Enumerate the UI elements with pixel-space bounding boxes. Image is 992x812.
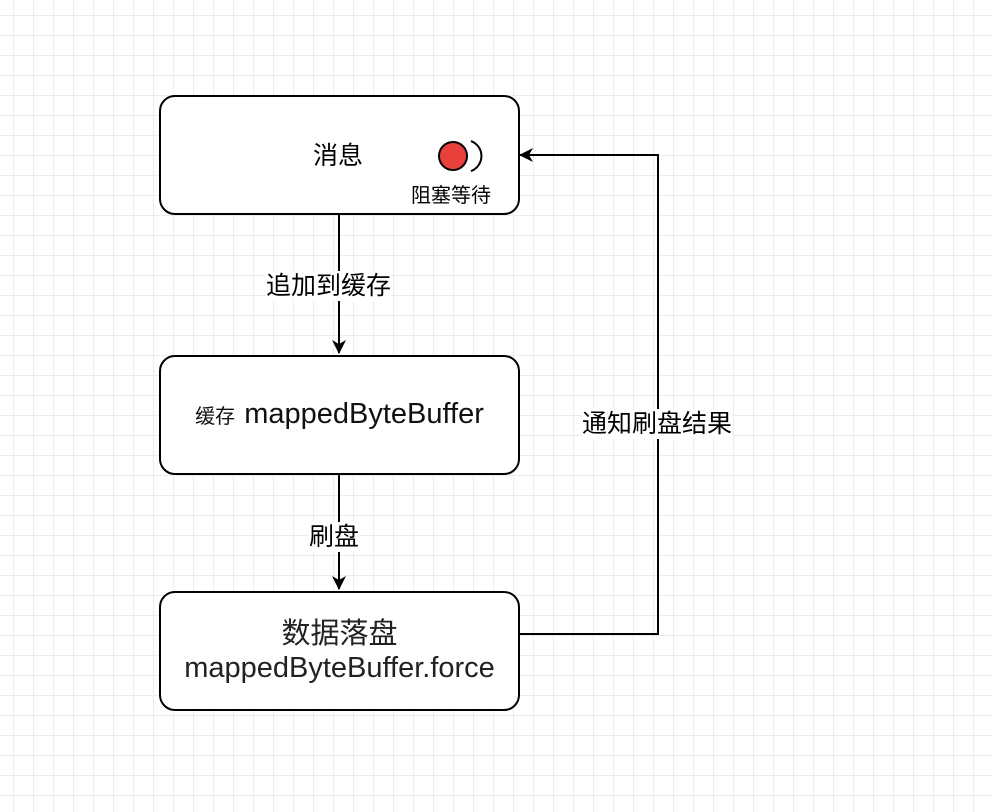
node-message-label: 消息 <box>312 141 363 170</box>
red-dot-with-arc-icon <box>438 140 483 172</box>
edge-append-label: 追加到缓存 <box>266 271 392 301</box>
edge-notify-arrow <box>519 148 659 635</box>
edge-flush-label: 刷盘 <box>309 522 360 552</box>
node-buffer-label: mappedByteBuffer <box>244 398 484 430</box>
node-message: 消息 阻塞等待 <box>159 95 520 215</box>
edge-notify-label: 通知刷盘结果 <box>582 409 733 439</box>
node-disk-line1: 数据落盘 <box>281 616 398 650</box>
wait-status-label: 阻塞等待 <box>411 183 491 207</box>
node-buffer-text: 缓存 mappedByteBuffer <box>161 399 518 431</box>
node-disk: 数据落盘 mappedByteBuffer.force <box>159 591 520 711</box>
node-disk-line2: mappedByteBuffer.force <box>184 652 495 684</box>
node-buffer: 缓存 mappedByteBuffer <box>159 355 520 475</box>
node-buffer-prefix: 缓存 <box>195 404 236 428</box>
